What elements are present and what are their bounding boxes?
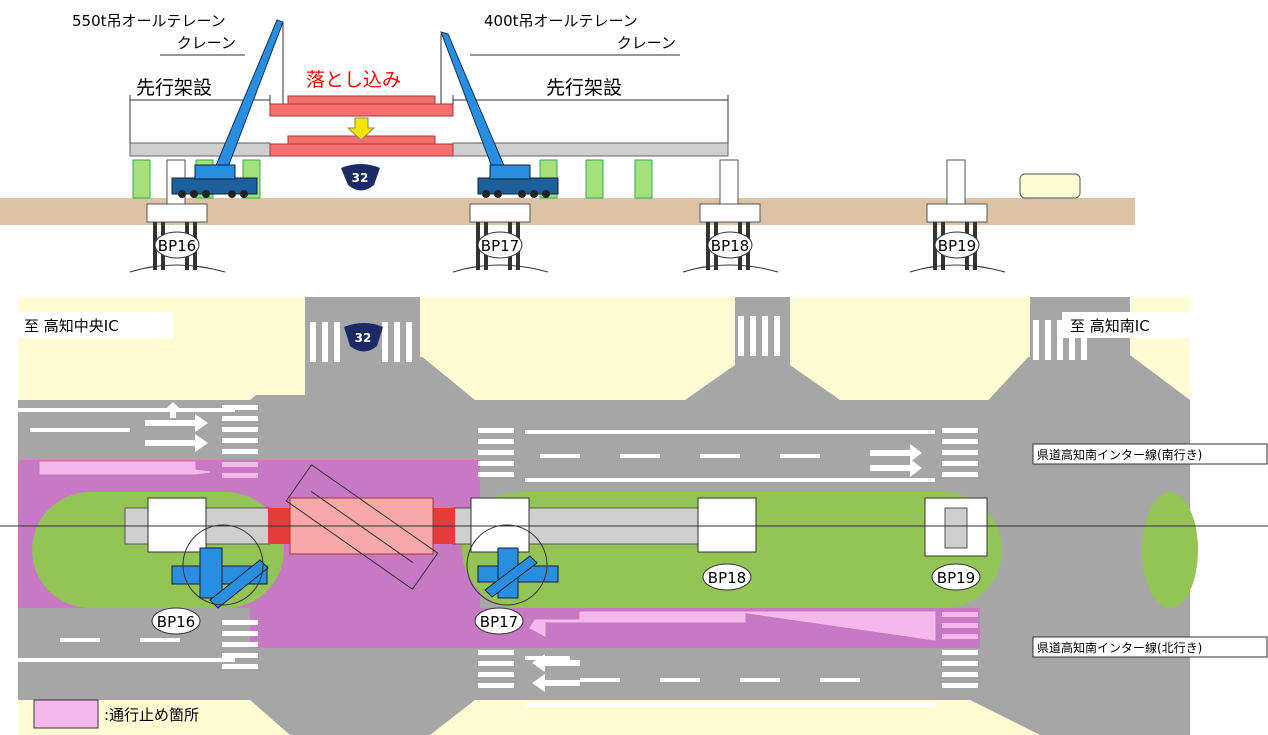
drop-arrow-icon xyxy=(346,117,376,141)
northbound-road-label: 県道高知南インター線(北行き) xyxy=(1037,640,1202,655)
girder-left-preerected xyxy=(129,142,271,157)
pier-label: BP16 xyxy=(158,237,196,255)
pier-label: BP18 xyxy=(711,237,749,255)
crane-550t xyxy=(160,19,284,198)
route-number: 32 xyxy=(352,171,369,185)
pier-label: BP17 xyxy=(480,613,518,631)
median-far-right xyxy=(1142,492,1198,608)
crane-400-label-line1: 400t吊オールテレーン xyxy=(484,12,638,30)
pier-label: BP19 xyxy=(938,237,976,255)
closed-lane-arrows xyxy=(39,461,936,641)
plan-crane-550t xyxy=(171,547,269,609)
girder-drop-upper xyxy=(269,103,454,117)
pier-label: BP18 xyxy=(708,569,746,587)
traffic-arrows xyxy=(145,402,922,692)
crane-550-label-line1: 550t吊オールテレーン xyxy=(72,12,226,30)
plan-pier-labels: BP16 BP17 BP18 BP19 xyxy=(151,563,981,635)
closed-crosswalks xyxy=(222,462,978,639)
girder-drop-lower xyxy=(269,143,454,157)
legend-label: :通行止め箇所 xyxy=(104,706,199,724)
pier-column-bp18 xyxy=(719,159,739,205)
pier-column-bp19 xyxy=(946,159,966,205)
lane-markings xyxy=(18,408,935,707)
drop-in-label: 落とし込み xyxy=(306,69,401,91)
legend-swatch xyxy=(33,699,99,729)
crane-400-label-line2: クレーン xyxy=(617,34,676,52)
right-span-label: 先行架設 xyxy=(546,77,622,99)
plan-crane-400t xyxy=(477,547,559,599)
pier-label: BP16 xyxy=(157,613,195,631)
plan-route-shield-icon: 32 xyxy=(344,323,383,352)
crane-550-label-line2: クレーン xyxy=(177,34,236,52)
plan-girder-rotated xyxy=(285,464,439,590)
girder-drop-upper-top xyxy=(287,95,436,105)
route-shield-icon: 32 xyxy=(341,164,380,191)
right-destination: 至 高知南IC xyxy=(1070,317,1150,335)
crane-400t xyxy=(440,31,680,198)
elevation-view: 32 550t吊オールテレーン クレーン 400t吊オールテレーン クレーン 先… xyxy=(0,12,1135,273)
existing-structure xyxy=(1019,173,1081,199)
left-span-label: 先行架設 xyxy=(136,77,212,99)
pier-label: BP19 xyxy=(937,569,975,587)
pier-label: BP17 xyxy=(481,237,519,255)
plan-route-number: 32 xyxy=(355,331,372,345)
crosswalks xyxy=(222,316,1087,688)
left-destination: 至 高知中央IC xyxy=(24,317,119,335)
elevation-pier-labels: BP16 BP17 BP18 BP19 xyxy=(154,231,980,259)
southbound-road-label: 県道高知南インター線(南行き) xyxy=(1037,447,1202,462)
plan-view: 32 至 高知中央IC 至 高知南IC 県道高知南インター線(南行き) 県道高知… xyxy=(0,297,1268,735)
